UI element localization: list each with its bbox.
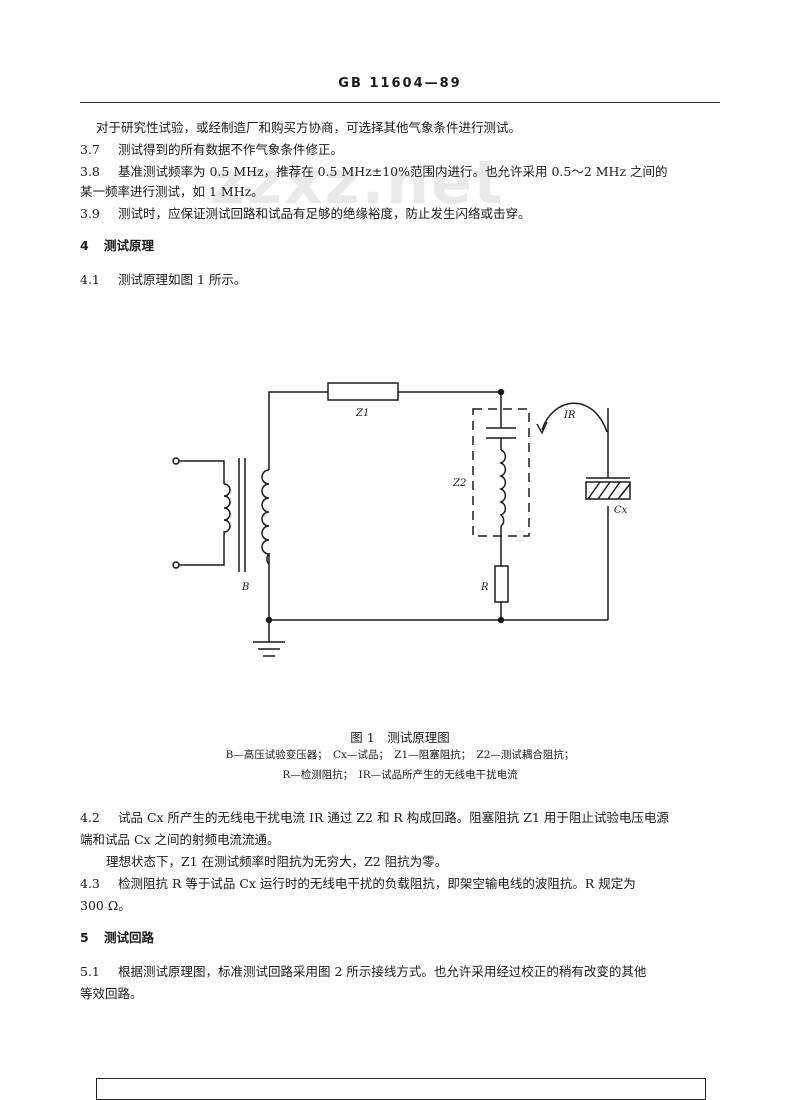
cx-hatch xyxy=(587,481,631,500)
label-z1: Z1 xyxy=(355,408,369,419)
primary-coil xyxy=(223,483,231,536)
figure-title: 图 1 测试原理图 xyxy=(350,730,450,745)
primary-lead-bottom xyxy=(179,535,225,566)
ir-current-arc xyxy=(541,402,608,433)
section-4-heading: 4 测试原理 xyxy=(80,238,154,254)
clause-3-8: 3.8 基准测试频率为 0.5 MHz，推荐在 0.5 MHz±10%范围内进行。… xyxy=(80,164,668,180)
clause-text: 检测阻抗 R 等于试品 Cx 运行时的无线电干扰的负载阻抗，即架空输电线的波阻抗… xyxy=(118,876,636,891)
clause-text: 测试原理如图 1 所示。 xyxy=(118,272,247,287)
clause-3-8-continuation: 某一频率进行测试，如 1 MHz。 xyxy=(80,184,264,199)
clause-number: 3.9 xyxy=(80,206,100,221)
node-bottom-right xyxy=(497,616,505,624)
section-number: 4 xyxy=(80,238,89,253)
label-b: B xyxy=(241,582,249,593)
standard-header: GB 11604—89 xyxy=(338,76,462,91)
r-detection-impedance xyxy=(494,565,509,603)
section-title: 测试回路 xyxy=(104,930,155,945)
paragraph-line: 对于研究性试验，或经制造厂和购买方协商，可选择其他气象条件进行测试。 xyxy=(96,120,522,135)
clause-5-1-continuation: 等效回路。 xyxy=(80,986,143,1001)
input-terminal-bottom xyxy=(172,561,180,569)
label-ir: IR xyxy=(563,410,576,421)
clause-4-3-continuation: 300 Ω。 xyxy=(80,898,131,913)
section-title: 测试原理 xyxy=(104,238,155,253)
section-number: 5 xyxy=(80,930,89,945)
clause-text: 测试得到的所有数据不作气象条件修正。 xyxy=(118,142,344,157)
clause-number: 3.8 xyxy=(80,164,100,179)
label-r: R xyxy=(480,582,489,593)
clause-number: 3.7 xyxy=(80,142,100,157)
primary-lead-top xyxy=(179,460,225,484)
label-cx: Cx xyxy=(614,505,628,516)
clause-number: 4.1 xyxy=(80,272,100,287)
secondary-coil xyxy=(261,469,271,565)
clause-text: 试品 Cx 所产生的无线电干扰电流 IR 通过 Z2 和 R 构成回路。阻塞阻抗… xyxy=(118,810,669,825)
next-figure-frame xyxy=(96,1078,706,1100)
header-rule xyxy=(80,102,720,103)
clause-3-7: 3.7 测试得到的所有数据不作气象条件修正。 xyxy=(80,142,343,158)
figure-legend-line-2: R—检测阻抗； IR—试品所产生的无线电干扰电流 xyxy=(282,769,518,781)
clause-text: 根据测试原理图，标准测试回路采用图 2 所示接线方式。也允许采用经过校正的稍有改… xyxy=(118,964,647,979)
label-z2: Z2 xyxy=(452,478,466,489)
ir-arrowhead xyxy=(536,421,548,435)
clause-3-9: 3.9 测试时，应保证测试回路和试品有足够的绝缘裕度，防止发生闪络或击穿。 xyxy=(80,206,531,222)
clause-4-1: 4.1 测试原理如图 1 所示。 xyxy=(80,272,246,288)
clause-number: 4.2 xyxy=(80,810,100,825)
figure-legend-line-1: B—高压试验变压器； Cx—试品； Z1—阻塞阻抗； Z2—测试耦合阻抗； xyxy=(225,749,575,761)
clause-text: 测试时，应保证测试回路和试品有足够的绝缘裕度，防止发生闪络或击穿。 xyxy=(118,206,531,221)
clause-number: 5.1 xyxy=(80,964,100,979)
z1-blocking-impedance xyxy=(327,382,399,401)
clause-4-2-continuation: 端和试品 Cx 之间的射频电流流通。 xyxy=(80,832,280,847)
clause-text: 基准测试频率为 0.5 MHz，推荐在 0.5 MHz±10%范围内进行。也允许… xyxy=(118,164,668,179)
input-terminal-top xyxy=(172,457,180,465)
wire-top-left xyxy=(268,391,328,470)
clause-4-2: 4.2 试品 Cx 所产生的无线电干扰电流 IR 通过 Z2 和 R 构成回路。阻… xyxy=(80,810,669,826)
clause-4-3: 4.3 检测阻抗 R 等于试品 Cx 运行时的无线电干扰的负载阻抗，即架空输电线的… xyxy=(80,876,636,892)
section-5-heading: 5 测试回路 xyxy=(80,930,154,946)
clause-5-1: 5.1 根据测试原理图，标准测试回路采用图 2 所示接线方式。也允许采用经过校正的… xyxy=(80,964,646,980)
z2-inductor xyxy=(498,449,507,527)
clause-number: 4.3 xyxy=(80,876,100,891)
circuit-diagram: Z1 Z2 B R IR Cx xyxy=(172,382,631,657)
watermark: zzxz.net xyxy=(210,148,505,218)
z2-dashed-box xyxy=(472,408,530,537)
clause-4-2-paragraph: 理想状态下，Z1 在测试频率时阻抗为无穷大，Z2 阻抗为零。 xyxy=(106,854,448,869)
